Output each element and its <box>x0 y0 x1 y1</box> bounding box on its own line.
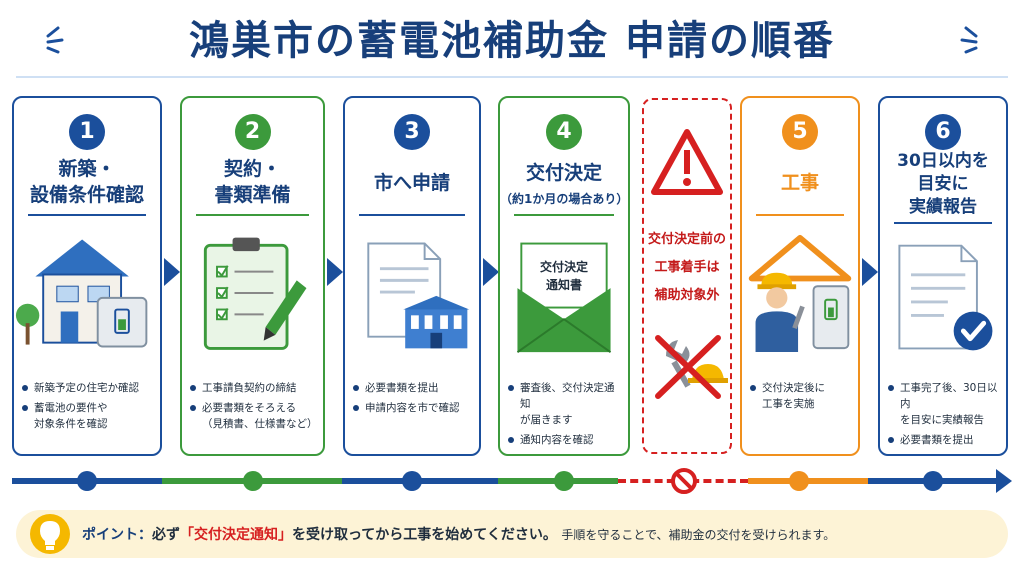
step-number-badge: 1 <box>69 114 105 150</box>
step-card-3: 3 市へ申請 必要書類を提出 申請内容を市で確認 <box>343 96 481 456</box>
point-note: 手順を守ることで、補助金の交付を受けられます。 <box>561 528 836 542</box>
step-divider <box>359 214 465 216</box>
step-heading: 工事 <box>780 172 819 194</box>
house-battery-icon <box>15 239 148 348</box>
envelope-label: 交付決定 通知書 <box>539 260 588 292</box>
point-highlight: 「交付決定通知」 <box>180 527 292 543</box>
point-pre: 必ず <box>152 527 180 543</box>
title-divider <box>16 76 1008 78</box>
sparkle-lines-right-icon <box>960 26 978 54</box>
list-item: 必要書類をそろえる （見積書、仕様書など） <box>190 400 318 432</box>
step-bullet-list: 審査後、交付決定通知 が届きます 通知内容を確認 <box>508 380 622 452</box>
warning-triangle-icon <box>651 129 723 195</box>
step-card-2: 2 契約・ 書類準備 工事請負契約の締結 必要書類をそろえる （見積書、仕様書な… <box>180 96 325 456</box>
step-card-4: 4 交付決定 （約1か月の場合あり） 交付決定 通知書 審査後、交付決定通知 が… <box>498 96 630 456</box>
clipboard-checklist-icon <box>203 237 307 350</box>
step-divider <box>514 214 614 216</box>
step-divider <box>28 214 146 216</box>
timeline-dot <box>923 471 943 491</box>
prohibited-icon <box>671 468 697 494</box>
step-heading: 契約・ 書類準備 <box>214 158 291 206</box>
sparkle-lines-left-icon <box>46 26 64 54</box>
timeline-dot <box>243 471 263 491</box>
step-number-badge: 3 <box>394 114 430 150</box>
envelope-notice-icon <box>516 242 612 353</box>
step-number-badge: 4 <box>546 114 582 150</box>
timeline-dot <box>402 471 422 491</box>
step-card-6: 6 30日以内を 目安に 実績報告 工事完了後、30日以内 を目安に実績報告 必… <box>878 96 1008 456</box>
step-arrow-icon <box>327 258 343 286</box>
warning-panel: 交付決定前の 工事着手は 補助対象外 <box>642 98 732 454</box>
step-number-badge: 5 <box>782 114 818 150</box>
step-bullet-list: 新築予定の住宅か確認 蓄電池の要件や 対象条件を確認 <box>22 380 154 436</box>
timeline-dot <box>789 471 809 491</box>
step-number-badge: 2 <box>234 114 271 150</box>
timeline-dot <box>77 471 97 491</box>
step-heading: 市へ申請 <box>373 172 450 194</box>
list-item: 工事請負契約の締結 <box>190 380 317 396</box>
step-bullet-list: 交付決定後に 工事を実施 <box>750 380 852 416</box>
list-item: 審査後、交付決定通知 が届きます <box>508 380 622 428</box>
step-number-badge: 6 <box>925 114 961 150</box>
point-post: を受け取ってから工事を始めてください。 <box>292 527 557 543</box>
timeline-dot <box>554 471 574 491</box>
step-arrow-icon <box>164 258 180 286</box>
list-item: 工事完了後、30日以内 を目安に実績報告 <box>888 380 1000 428</box>
list-item: 新築予定の住宅か確認 <box>22 380 154 396</box>
step-heading: 新築・ 設備条件確認 <box>29 158 144 206</box>
step-heading: 30日以内を 目安に 実績報告 <box>897 151 989 217</box>
step-divider <box>894 222 992 224</box>
step-heading: 交付決定 <box>525 162 602 184</box>
step-divider <box>196 214 309 216</box>
list-item: 通知内容を確認 <box>508 432 622 448</box>
point-callout: ポイント：必ず「交付決定通知」を受け取ってから工事を始めてください。 手順を守る… <box>16 510 1008 558</box>
document-check-icon <box>898 244 993 351</box>
list-item: 交付決定後に 工事を実施 <box>750 380 852 412</box>
step-subheading: （約1か月の場合あり） <box>500 192 629 206</box>
step-arrow-icon <box>483 258 499 286</box>
step-divider <box>756 214 844 216</box>
point-text: ポイント：必ず「交付決定通知」を受け取ってから工事を始めてください。 手順を守る… <box>82 524 835 544</box>
timeline-arrowhead-icon <box>996 469 1012 493</box>
step-bullet-list: 必要書類を提出 申請内容を市で確認 <box>353 380 473 420</box>
lightbulb-icon <box>30 514 70 554</box>
step-bullet-list: 工事完了後、30日以内 を目安に実績報告 必要書類を提出 <box>888 380 1000 452</box>
step-arrow-icon <box>862 258 878 286</box>
prohibited-tools-icon <box>655 335 728 399</box>
step-bullet-list: 工事請負契約の締結 必要書類をそろえる （見積書、仕様書など） <box>190 380 318 436</box>
list-item: 必要書類を提出 <box>888 432 1000 448</box>
step-card-5: 5 工事 交付決定後に 工事を実施 <box>740 96 860 456</box>
document-cityhall-icon <box>367 242 470 349</box>
list-item: 申請内容を市で確認 <box>353 400 473 416</box>
step-card-1: 1 新築・ 設備条件確認 新築予定の住宅か確認 蓄電池の要件や 対象条件を確認 <box>12 96 162 456</box>
point-label: ポイント： <box>82 527 152 543</box>
list-item: 蓄電池の要件や 対象条件を確認 <box>22 400 154 432</box>
worker-icon <box>748 234 852 352</box>
page-title: 鴻巣市の蓄電池補助金 申請の順番 <box>189 18 835 64</box>
list-item: 必要書類を提出 <box>353 380 473 396</box>
warning-text: 交付決定前の 工事着手は 補助対象外 <box>647 232 726 303</box>
